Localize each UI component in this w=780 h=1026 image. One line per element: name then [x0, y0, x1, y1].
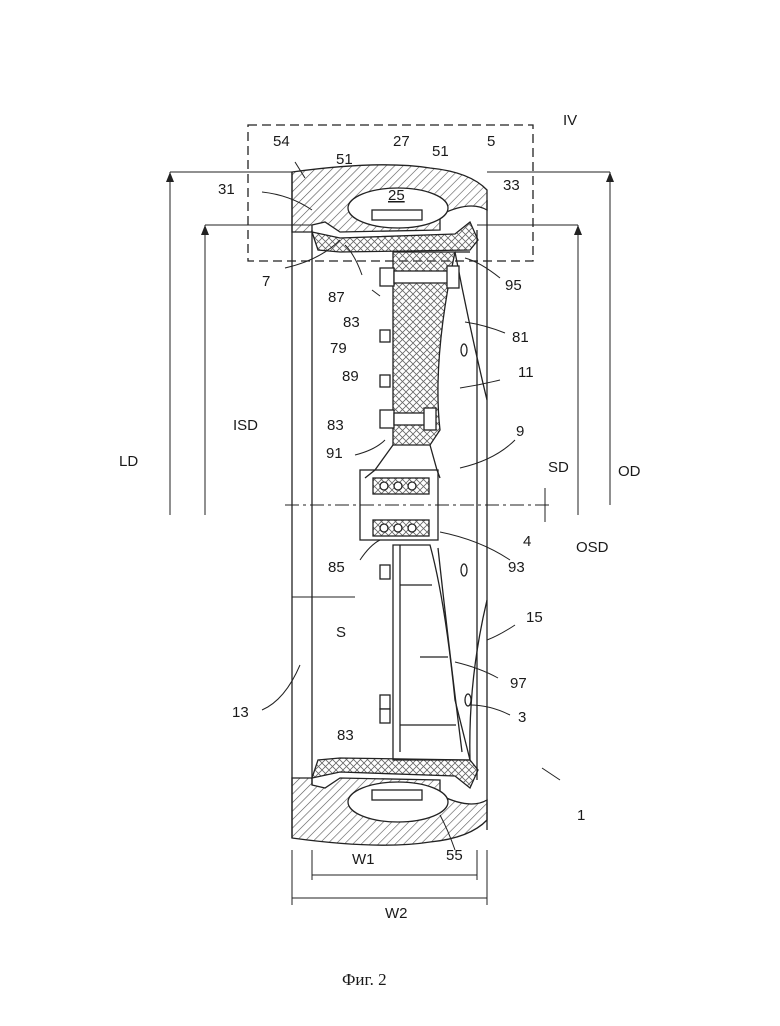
label-97: 97: [510, 675, 527, 692]
top-tire-insert: [372, 210, 422, 220]
label-85: 85: [328, 559, 345, 576]
label-iv: IV: [563, 112, 577, 129]
label-isd: ISD: [233, 417, 258, 434]
label-51-right: 51: [432, 143, 449, 160]
figure-caption: Фиг. 2: [342, 970, 387, 989]
label-osd: OSD: [576, 539, 609, 556]
label-83-bottom: 83: [337, 727, 354, 744]
label-13: 13: [232, 704, 249, 721]
label-5: 5: [487, 133, 495, 150]
label-3: 3: [518, 709, 526, 726]
bottom-tire-cavity: [348, 782, 448, 822]
label-31: 31: [218, 181, 235, 198]
label-93: 93: [508, 559, 525, 576]
bottom-tire-insert: [372, 790, 422, 800]
label-s: S: [336, 624, 346, 641]
label-9: 9: [516, 423, 524, 440]
label-83-top: 83: [343, 314, 360, 331]
label-87: 87: [328, 289, 345, 306]
label-55: 55: [446, 847, 463, 864]
label-81: 81: [512, 329, 529, 346]
label-54: 54: [273, 133, 290, 150]
label-27: 27: [393, 133, 410, 150]
label-sd: SD: [548, 459, 569, 476]
label-w2: W2: [385, 905, 408, 922]
label-11: 11: [518, 364, 534, 381]
label-15: 15: [526, 609, 543, 626]
label-83-mid: 83: [327, 417, 344, 434]
label-ld: LD: [119, 453, 138, 470]
label-1: 1: [577, 807, 585, 824]
label-w1: W1: [352, 851, 375, 868]
label-4: 4: [523, 533, 531, 550]
label-7: 7: [262, 273, 270, 290]
label-89: 89: [342, 368, 359, 385]
label-79: 79: [330, 340, 347, 357]
label-25: 25: [388, 187, 405, 204]
label-95: 95: [505, 277, 522, 294]
label-33: 33: [503, 177, 520, 194]
label-od: OD: [618, 463, 641, 480]
label-51-left: 51: [336, 151, 353, 168]
label-91: 91: [326, 445, 343, 462]
